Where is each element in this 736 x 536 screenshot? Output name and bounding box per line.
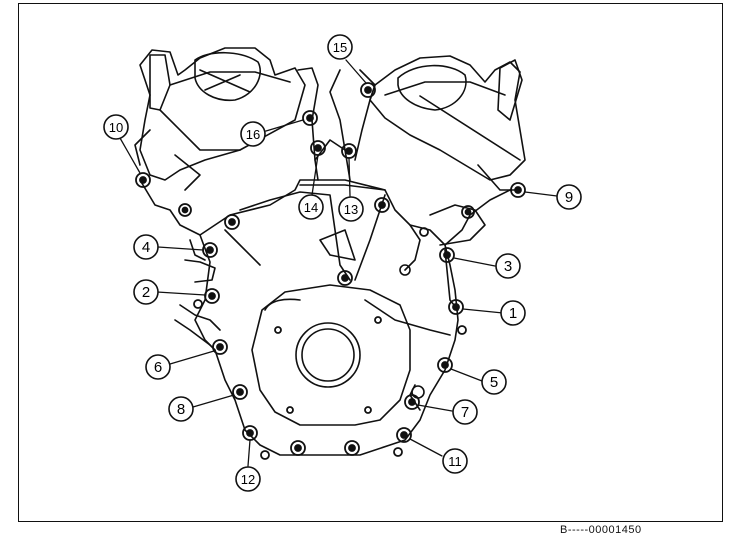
svg-text:13: 13 xyxy=(344,202,358,217)
left-linkages xyxy=(174,239,221,346)
left-cam-housing xyxy=(134,47,306,191)
svg-text:6: 6 xyxy=(154,359,162,376)
svg-text:9: 9 xyxy=(565,189,573,206)
svg-text:10: 10 xyxy=(109,120,123,135)
svg-text:14: 14 xyxy=(304,200,318,215)
callout-12: 12 xyxy=(235,466,261,492)
bolt-head xyxy=(302,110,318,126)
callout-14: 14 xyxy=(298,194,324,220)
bolt-head xyxy=(204,288,220,304)
callout-9: 9 xyxy=(556,184,582,210)
svg-text:1: 1 xyxy=(509,305,517,322)
callout-13: 13 xyxy=(338,196,364,222)
bolt-head xyxy=(404,394,420,410)
right-cam-housing xyxy=(369,55,526,191)
callout-2: 2 xyxy=(133,279,159,305)
svg-text:7: 7 xyxy=(461,404,469,421)
svg-text:8: 8 xyxy=(177,401,185,418)
bolt-head xyxy=(437,357,453,373)
callout-3: 3 xyxy=(495,253,521,279)
crank-seal-area xyxy=(251,284,411,426)
bolt-head xyxy=(232,384,248,400)
bolt-head xyxy=(135,172,151,188)
svg-text:12: 12 xyxy=(241,472,255,487)
callout-5: 5 xyxy=(481,369,507,395)
svg-text:11: 11 xyxy=(448,454,462,469)
reference-code: B-----00001450 xyxy=(560,524,642,536)
bolt-head xyxy=(510,182,526,198)
callouts: 1 2 3 4 5 6 7 8 9 10 11 12 13 14 15 16 xyxy=(103,34,582,492)
callout-1: 1 xyxy=(500,300,526,326)
bolt-head xyxy=(212,339,228,355)
leader-lines xyxy=(119,59,558,467)
svg-text:3: 3 xyxy=(504,258,512,275)
bolt-head xyxy=(448,299,464,315)
svg-text:4: 4 xyxy=(142,239,150,256)
bolt-head xyxy=(360,82,376,98)
callout-7: 7 xyxy=(452,399,478,425)
callout-11: 11 xyxy=(442,448,468,474)
svg-text:2: 2 xyxy=(142,284,150,301)
callout-8: 8 xyxy=(168,396,194,422)
figure-frame xyxy=(18,3,723,522)
callout-10: 10 xyxy=(103,114,129,140)
svg-text:15: 15 xyxy=(333,40,347,55)
center-web xyxy=(239,67,386,281)
callout-15: 15 xyxy=(327,34,353,60)
bolt-head xyxy=(396,427,412,443)
bolt-heads xyxy=(135,82,526,460)
callout-4: 4 xyxy=(133,234,159,260)
svg-text:5: 5 xyxy=(490,374,498,391)
callout-6: 6 xyxy=(145,354,171,380)
svg-text:16: 16 xyxy=(246,127,260,142)
bolt-head xyxy=(439,247,455,263)
callout-16: 16 xyxy=(240,121,266,147)
